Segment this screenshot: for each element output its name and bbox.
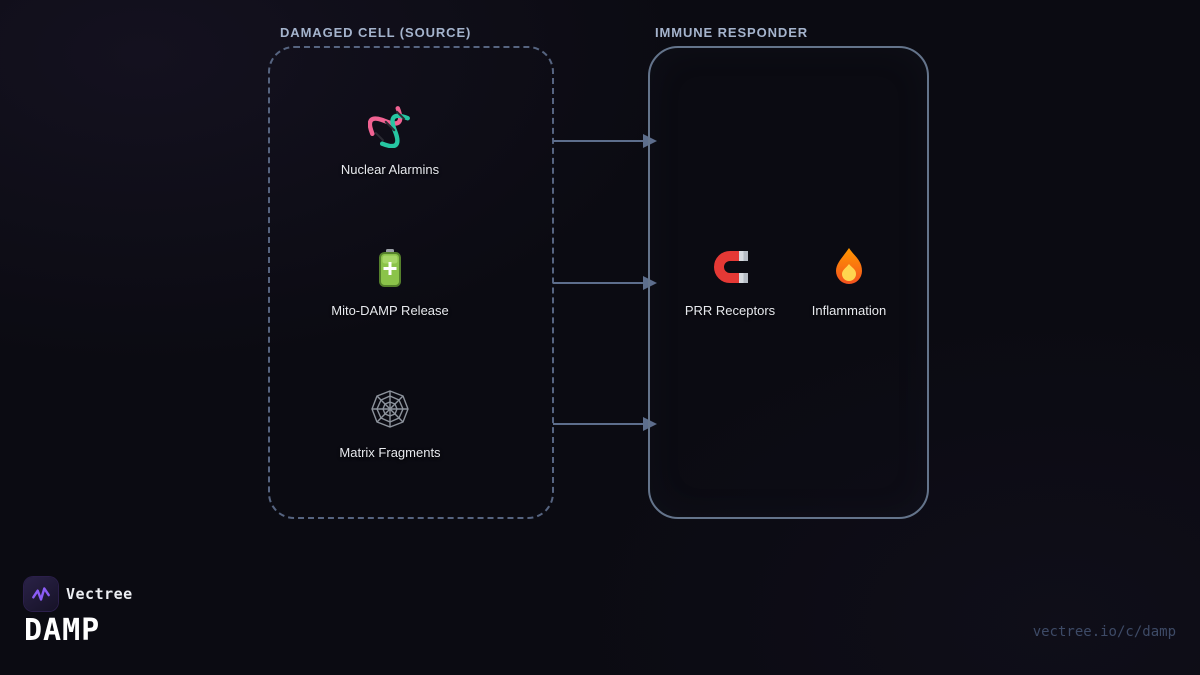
dna-icon xyxy=(368,106,410,148)
battery-icon xyxy=(379,249,401,287)
fire-icon xyxy=(836,248,862,284)
node-label: Mito-DAMP Release xyxy=(331,303,449,318)
source-box-title: DAMAGED CELL (SOURCE) xyxy=(280,25,472,40)
arrow-bottom xyxy=(553,417,657,431)
node-label: Inflammation xyxy=(811,303,887,318)
node-matrix-fragments: Matrix Fragments xyxy=(310,387,470,460)
node-label: Nuclear Alarmins xyxy=(340,162,440,177)
deck-url: vectree.io/c/damp xyxy=(1032,624,1176,640)
responder-box-title: IMMUNE RESPONDER xyxy=(655,25,809,40)
brand-name: Vectree xyxy=(66,585,133,603)
node-inflammation: Inflammation xyxy=(789,245,909,318)
node-prr-receptors: PRR Receptors xyxy=(670,245,790,318)
spider-web-icon xyxy=(371,390,409,428)
vectree-logo-icon xyxy=(32,587,50,601)
vectree-logo xyxy=(24,577,58,611)
magnet-icon xyxy=(714,251,748,283)
node-label: PRR Receptors xyxy=(684,303,776,318)
node-label: Matrix Fragments xyxy=(339,445,441,460)
arrow-top xyxy=(553,134,657,148)
node-nuclear-alarmins: Nuclear Alarmins xyxy=(310,104,470,177)
node-mito-damp-release: Mito-DAMP Release xyxy=(310,245,470,318)
responder-box xyxy=(648,46,929,519)
arrow-middle xyxy=(553,276,657,290)
deck-title: DAMP xyxy=(24,613,101,648)
